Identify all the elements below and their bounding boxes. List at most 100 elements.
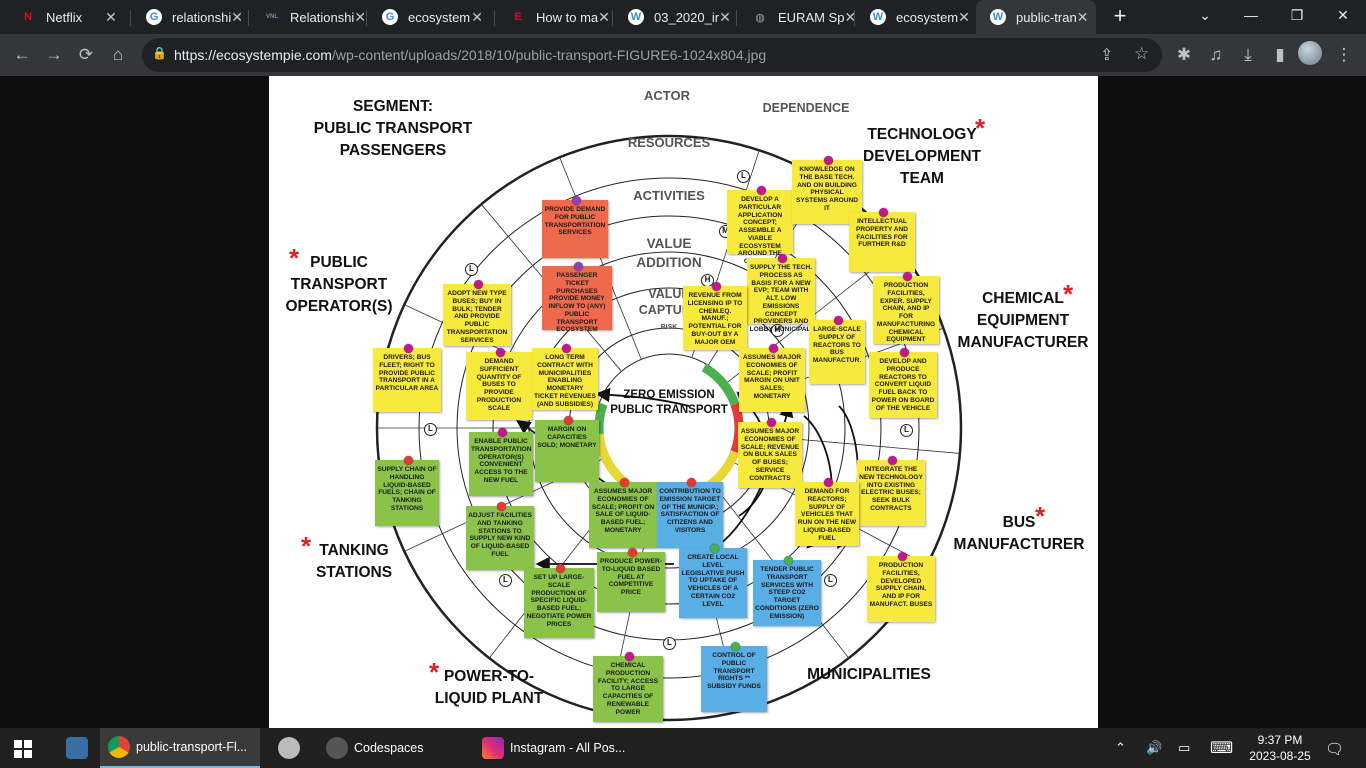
taskbar-app-2[interactable]: public-transport-Fl...: [100, 728, 260, 768]
pushpin-icon: [879, 208, 888, 217]
sticky-note: ENABLE PUBLIC TRANSPORTATION OPERATOR(S)…: [469, 432, 533, 496]
new-tab-button[interactable]: +: [1113, 3, 1127, 28]
tab-search-button[interactable]: ⌄: [1199, 7, 1211, 23]
segment-label-6: TANKING STATIONS: [315, 542, 393, 581]
clock-date: 2023-08-25: [1249, 749, 1311, 763]
start-button[interactable]: [14, 740, 32, 758]
clock[interactable]: 9:37 PM 2023-08-25: [1248, 732, 1312, 764]
sticky-note: LONG TERM CONTRACT WITH MUNICIPALITIES E…: [532, 348, 598, 410]
pushpin-icon: [497, 502, 506, 511]
tray-chevron-icon[interactable]: ⌃: [1115, 740, 1126, 755]
github-desktop-icon: [278, 737, 300, 759]
tab-separator: [130, 10, 131, 26]
sticky-note: INTELLECTUAL PROPERTY AND FACILITIES FOR…: [849, 212, 915, 272]
dependence-marker: L: [824, 574, 837, 587]
sticky-note: LARGE-SCALE SUPPLY OF REACTORS TO BUS MA…: [809, 320, 865, 384]
minimize-button[interactable]: —: [1244, 7, 1258, 23]
euram-icon: E: [514, 11, 522, 23]
tab-close-icon[interactable]: ✕: [105, 8, 117, 25]
tab-title: Relationshi: [290, 9, 355, 25]
bookmark-star-icon[interactable]: ☆: [1134, 44, 1150, 63]
tab-close-icon[interactable]: ✕: [231, 8, 243, 25]
media-control-icon[interactable]: ♫: [1209, 45, 1223, 64]
sticky-note: SUPPLY THE TECH. PROCESS AS BASIS FOR A …: [747, 258, 815, 333]
tab-7[interactable]: ◍EURAM Sp✕: [738, 0, 856, 34]
forward-button[interactable]: →: [45, 45, 63, 64]
back-button[interactable]: ←: [13, 45, 31, 64]
tab-separator: [248, 10, 249, 26]
segment-spoke: [559, 157, 642, 360]
share-icon[interactable]: ⇪: [1100, 47, 1114, 64]
address-bar[interactable]: 🔒 https://ecosystempie.com/wp-content/up…: [142, 38, 1162, 72]
segment-label-8: MUNICIPALITIES: [807, 666, 931, 683]
download-icon[interactable]: ⤓: [1244, 45, 1252, 64]
tab-title: How to ma: [536, 9, 599, 25]
tab-close-icon[interactable]: ✕: [598, 8, 610, 25]
sticky-note: CONTROL OF PUBLIC TRANSPORT RIGHTS ** SU…: [701, 646, 767, 712]
restore-button[interactable]: ❐: [1290, 7, 1304, 23]
volume-icon[interactable]: 🔊: [1146, 740, 1163, 755]
tab-close-icon[interactable]: ✕: [719, 8, 731, 25]
pushpin-icon: [834, 316, 843, 325]
extensions-icon[interactable]: ✱: [1176, 45, 1192, 64]
ring-label-risk: RISK: [660, 324, 678, 331]
pushpin-icon: [767, 418, 776, 427]
pushpin-icon: [474, 280, 483, 289]
reload-button[interactable]: ⟳: [78, 45, 94, 64]
taskbar-app-5[interactable]: Instagram - All Pos...: [474, 728, 634, 768]
tab-close-icon[interactable]: ✕: [844, 8, 857, 25]
close-window-button[interactable]: ✕: [1337, 7, 1349, 23]
calculator-icon: [66, 737, 88, 759]
tab-title: ecosystem: [408, 9, 471, 25]
pushpin-icon: [888, 456, 897, 465]
sticky-note: SET UP LARGE-SCALE PRODUCTION OF SPECIFI…: [524, 568, 594, 638]
side-panel-icon[interactable]: ▮: [1275, 45, 1285, 64]
taskbar-app-1[interactable]: [58, 728, 94, 768]
tab-close-icon[interactable]: ✕: [471, 8, 483, 25]
sticky-note: KNOWLEDGE ON THE BASE TECH. AND ON BUILD…: [792, 160, 862, 224]
tab-5[interactable]: E How to ma✕: [496, 0, 610, 34]
pushpin-icon: [562, 344, 571, 353]
sticky-note: CHEMICAL PRODUCTION FACILITY; ACCESS TO …: [593, 656, 663, 722]
sticky-note: PROVIDE DEMAND FOR PUBLIC TRANSPORTATION…: [542, 200, 608, 258]
taskbar-app-3[interactable]: [270, 728, 306, 768]
tab-close-icon[interactable]: ✕: [1076, 8, 1089, 25]
pushpin-icon: [784, 556, 793, 565]
keyboard-icon[interactable]: ⌨: [1210, 740, 1234, 757]
tab-title: 03_2020_ir: [654, 9, 720, 25]
url-path: /wp-content/uploads/2018/10/public-trans…: [331, 47, 767, 63]
url-text[interactable]: https://ecosystempie.com/wp-content/uplo…: [174, 47, 766, 63]
sticky-note: TENDER PUBLIC TRANSPORT SERVICES WITH ST…: [753, 560, 821, 626]
ring-label-dependence: DEPENDENCE: [762, 101, 850, 115]
chrome-icon: [108, 736, 130, 758]
lock-icon[interactable]: 🔒: [152, 46, 167, 60]
taskbar-app-4[interactable]: Codespaces: [318, 728, 468, 768]
segment-star-icon: *: [975, 113, 986, 143]
home-button[interactable]: ⌂: [112, 45, 124, 64]
segment-label-5: BUS MANUFACTURER: [953, 514, 1085, 553]
browser-menu-icon[interactable]: ⋮: [1335, 45, 1353, 64]
netflix-icon: N: [24, 11, 32, 23]
tab-separator: [494, 10, 495, 26]
tab-title: public-tran: [1016, 9, 1077, 25]
battery-icon[interactable]: ▭: [1178, 740, 1191, 755]
tab-close-icon[interactable]: ✕: [354, 8, 367, 25]
profile-avatar[interactable]: [1298, 41, 1322, 65]
dependence-marker: L: [900, 424, 913, 437]
pushpin-icon: [903, 272, 912, 281]
ring-label-value-addition: VALUE ADDITION: [636, 236, 702, 270]
pushpin-icon: [769, 344, 778, 353]
url-host: https://ecosystempie.com: [174, 47, 332, 63]
notification-center-icon[interactable]: 🗨: [1325, 741, 1345, 758]
flow-arrow: [595, 387, 690, 407]
tab-close-icon[interactable]: ✕: [958, 8, 970, 25]
